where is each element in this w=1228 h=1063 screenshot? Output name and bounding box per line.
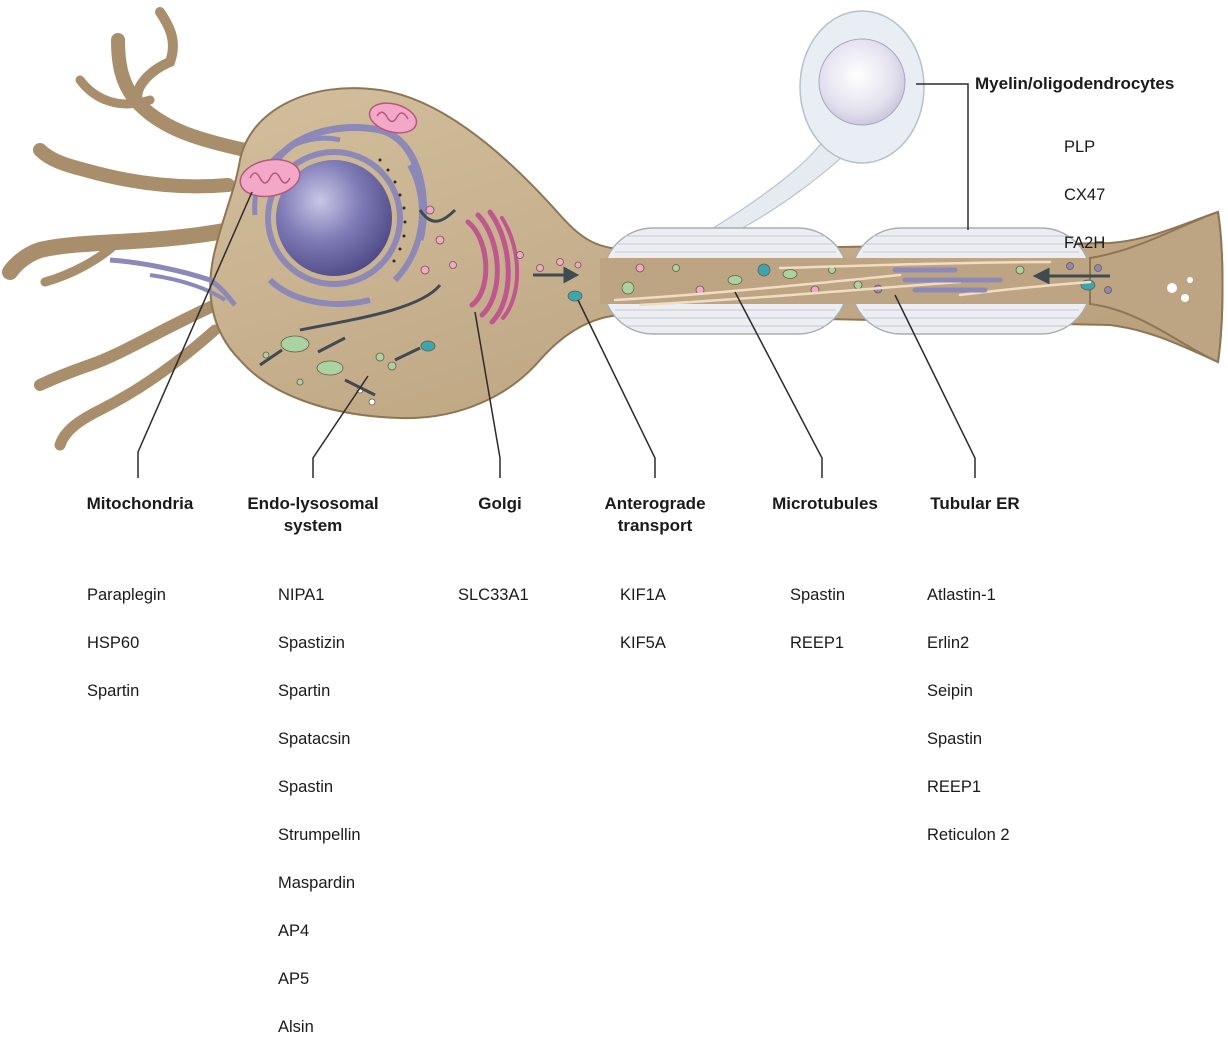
heading-anterograde: Anterograde transport xyxy=(575,493,735,537)
protein-item: REEP1 xyxy=(927,775,1067,799)
protein-item: Spastin xyxy=(278,775,408,799)
protein-item: Spastin xyxy=(790,583,900,607)
protein-item: Maspardin xyxy=(278,871,408,895)
protein-item: KIF5A xyxy=(620,631,730,655)
heading-microtubules: Microtubules xyxy=(750,493,900,515)
protein-item: PLP xyxy=(1064,135,1174,159)
protein-item: Atlastin-1 xyxy=(927,583,1067,607)
protein-item: Spatacsin xyxy=(278,727,408,751)
protein-item: NIPA1 xyxy=(278,583,408,607)
protein-list-microtubules: Spastin REEP1 xyxy=(790,559,900,679)
protein-item: Paraplegin xyxy=(87,583,217,607)
terminal-vesicle xyxy=(1181,294,1189,302)
protein-item: Seipin xyxy=(927,679,1067,703)
protein-list-tubular-er: Atlastin-1 Erlin2 Seipin Spastin REEP1 R… xyxy=(927,559,1067,871)
dendrites xyxy=(10,12,245,445)
protein-item: Spastin xyxy=(927,727,1067,751)
protein-item: CX47 xyxy=(1064,183,1174,207)
protein-item: Erlin2 xyxy=(927,631,1067,655)
protein-list-golgi: SLC33A1 xyxy=(458,559,578,631)
protein-item: REEP1 xyxy=(790,631,900,655)
protein-list-myelin: PLP CX47 FA2H xyxy=(1064,111,1174,279)
terminal-vesicle xyxy=(1187,277,1193,283)
protein-item: AP5 xyxy=(278,967,408,991)
heading-myelin: Myelin/oligodendrocytes xyxy=(975,73,1225,95)
protein-item: FA2H xyxy=(1064,231,1174,255)
protein-item: SLC33A1 xyxy=(458,583,578,607)
heading-golgi: Golgi xyxy=(440,493,560,515)
protein-item: Reticulon 2 xyxy=(927,823,1067,847)
protein-item: AP4 xyxy=(278,919,408,943)
oligodendrocyte xyxy=(700,11,924,240)
heading-mitochondria: Mitochondria xyxy=(60,493,220,515)
protein-item: Strumpellin xyxy=(278,823,408,847)
protein-list-anterograde: KIF1A KIF5A xyxy=(620,559,730,679)
protein-item: Spastizin xyxy=(278,631,408,655)
heading-endolysosomal: Endo-lysosomal system xyxy=(228,493,398,537)
protein-item: Alsin xyxy=(278,1015,408,1039)
protein-list-mitochondria: Paraplegin HSP60 Spartin xyxy=(87,559,217,727)
protein-item: HSP60 xyxy=(87,631,217,655)
protein-list-endolysosomal: NIPA1 Spastizin Spartin Spatacsin Spasti… xyxy=(278,559,408,1063)
protein-item: KIF1A xyxy=(620,583,730,607)
protein-item: Spartin xyxy=(278,679,408,703)
heading-tubular-er: Tubular ER xyxy=(905,493,1045,515)
terminal-vesicle xyxy=(1167,283,1177,293)
protein-item: Spartin xyxy=(87,679,217,703)
